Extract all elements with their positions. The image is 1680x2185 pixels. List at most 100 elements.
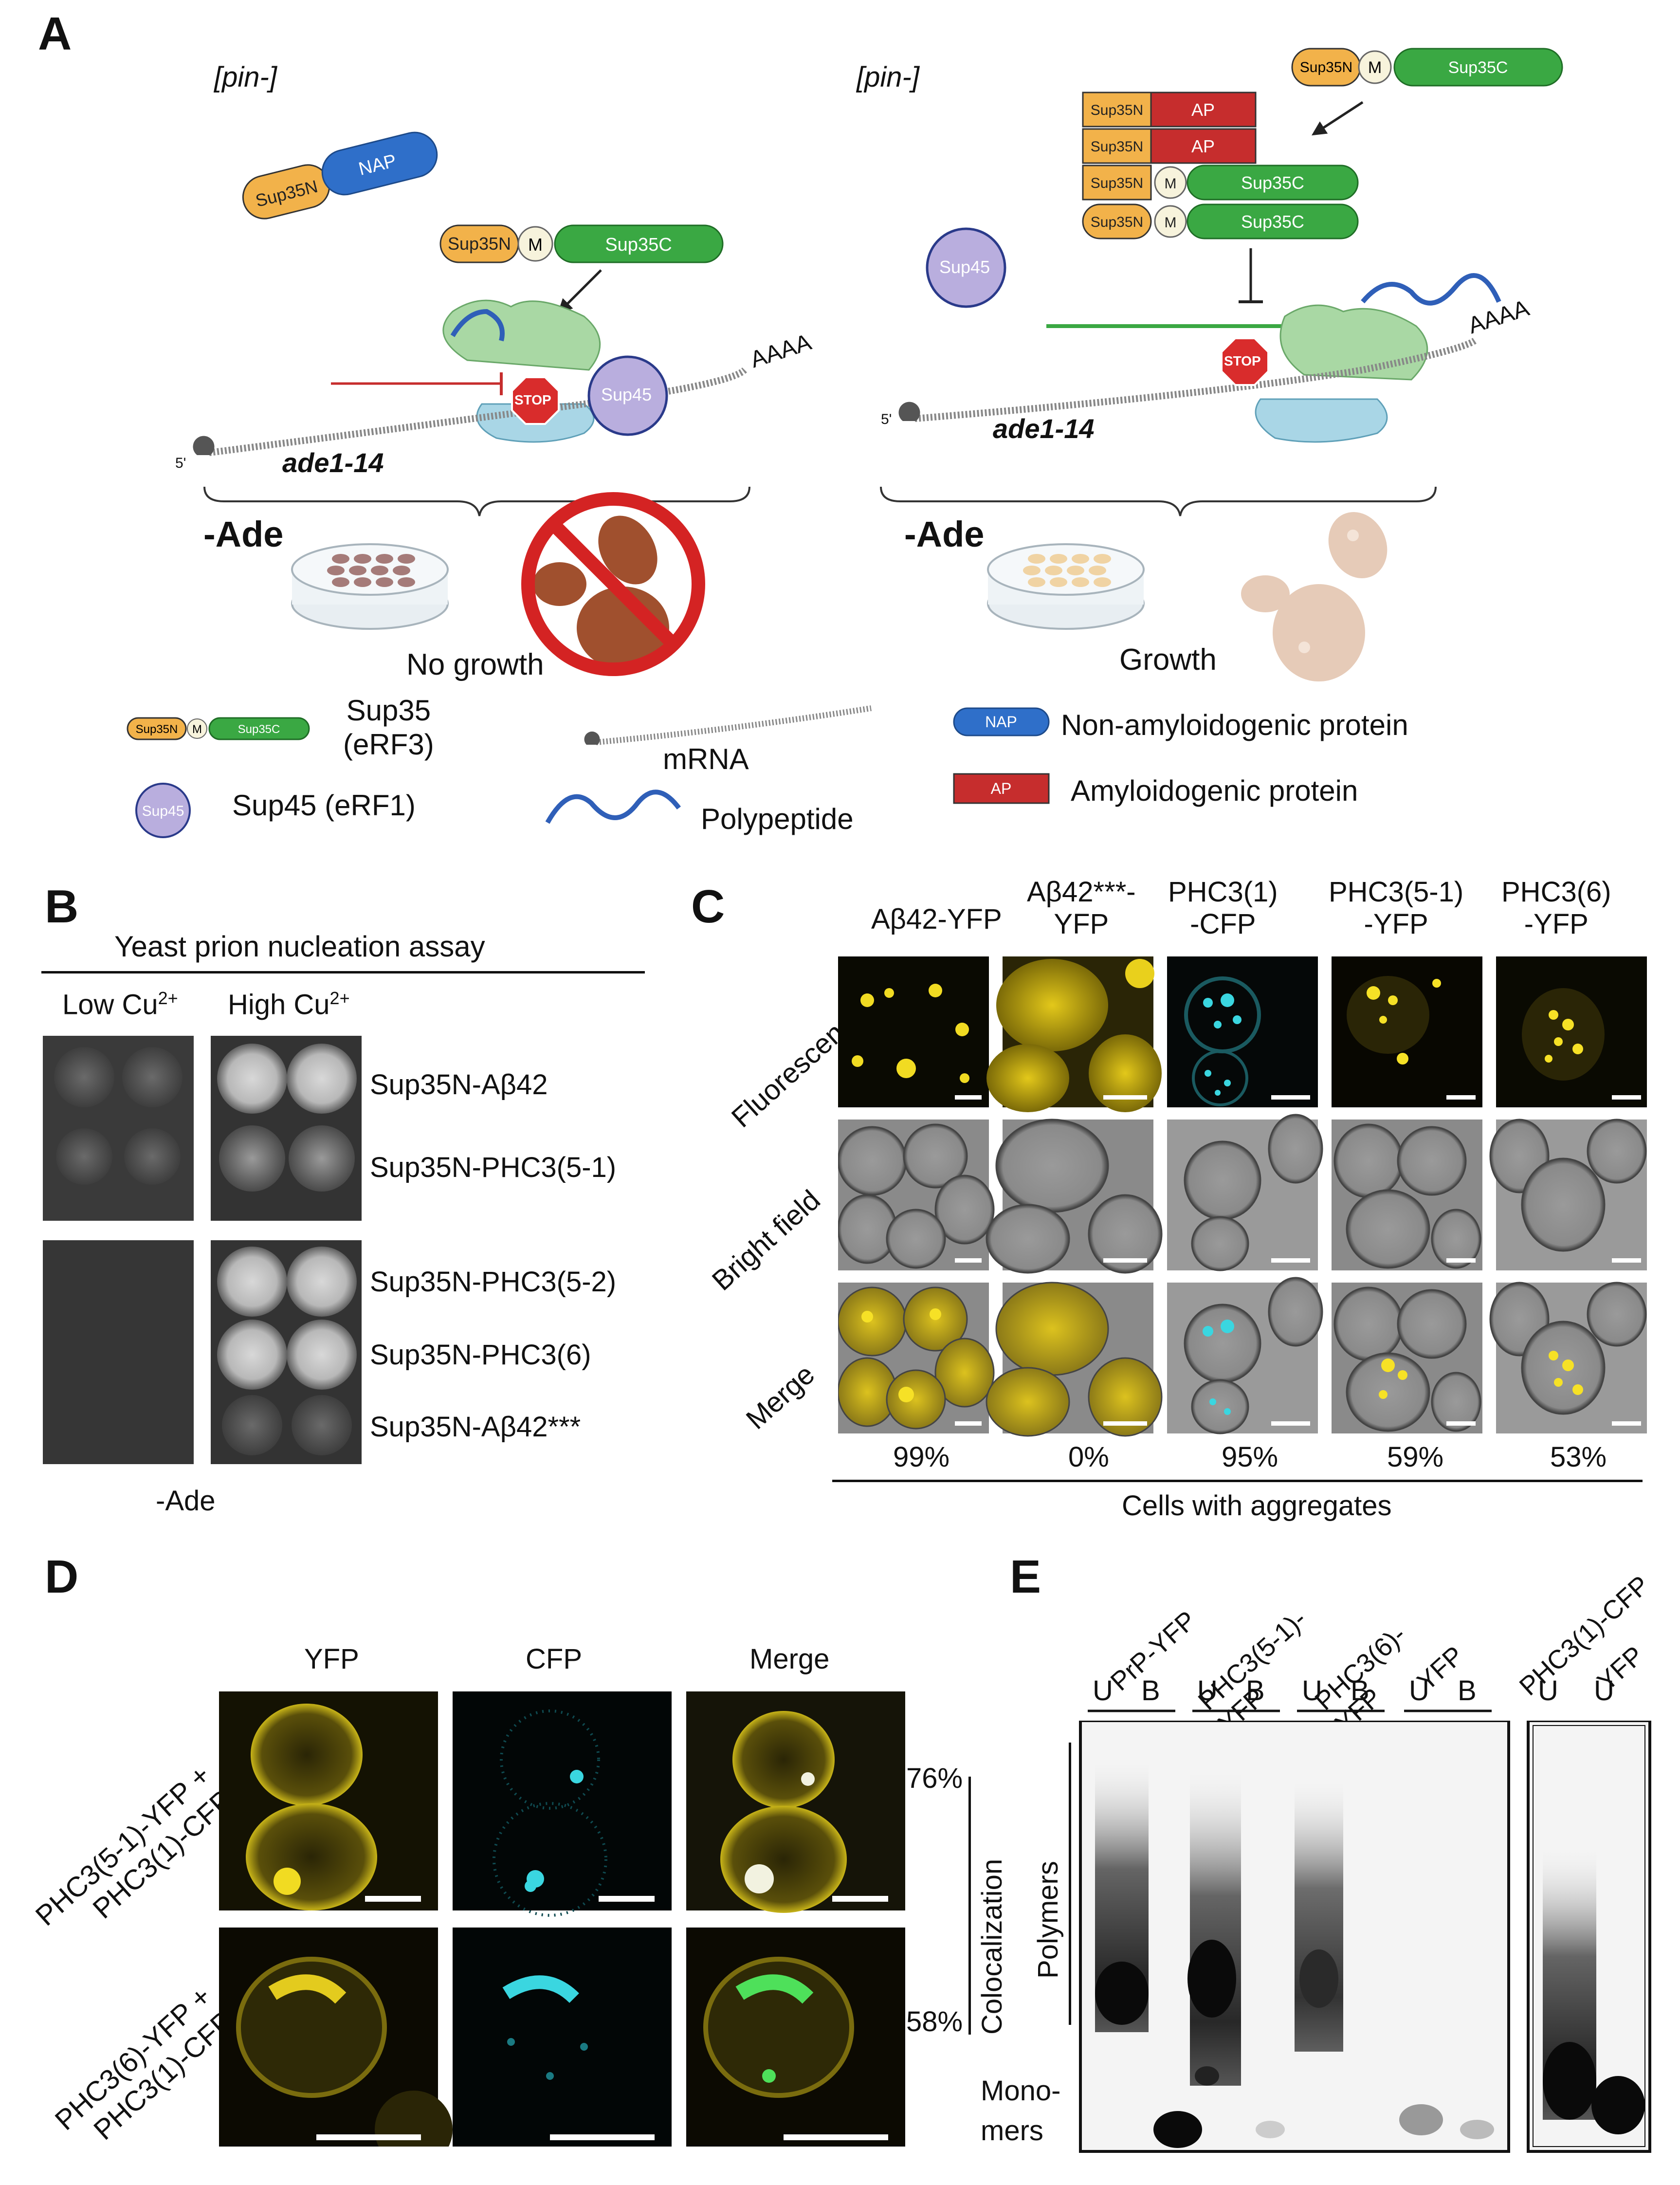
pct-c-4: 59%: [1387, 1441, 1444, 1473]
col-d-3: Merge: [749, 1643, 830, 1675]
stop-left-label: STOP: [514, 392, 551, 407]
col-d-2: CFP: [526, 1643, 582, 1675]
pct-c-2: 0%: [1068, 1441, 1109, 1473]
svg-text:Sup45: Sup45: [142, 803, 184, 819]
svg-text:Sup35C: Sup35C: [1241, 173, 1304, 193]
medium-left: -Ade: [203, 514, 284, 554]
lane-e-5: PHC3(1)-CFP: [1514, 1570, 1655, 1702]
construct-4: Sup35N-PHC3(6): [370, 1339, 591, 1371]
panel-letter-e: E: [1010, 1551, 1041, 1603]
panel-b-medium: -Ade: [156, 1485, 216, 1517]
gene-left-label: ade1-14: [282, 447, 384, 478]
polymers-bracket: [1069, 1743, 1071, 2025]
pct-d-1: 76%: [906, 1763, 963, 1794]
construct-5: Sup35N-Aβ42***: [370, 1411, 581, 1443]
construct-1: Sup35N-Aβ42: [370, 1069, 548, 1101]
svg-text:Sup35N: Sup35N: [448, 234, 511, 254]
colocalization-bracket: [968, 1777, 971, 2035]
svg-text:M: M: [192, 723, 202, 736]
lane-u-5: U: [1538, 1675, 1558, 1707]
growth-label: Growth: [1119, 643, 1217, 677]
high-cu-label: High Cu2+: [228, 988, 350, 1021]
row-c-merge: Merge: [740, 1358, 821, 1436]
svg-text:Sup35N: Sup35N: [1091, 139, 1143, 155]
svg-text:M: M: [528, 235, 543, 255]
polymers-label: Polymers: [1032, 1861, 1064, 1979]
lane-u-6: U: [1594, 1675, 1614, 1707]
svg-text:Sup35C: Sup35C: [1241, 212, 1304, 232]
lane-b-4: B: [1458, 1675, 1477, 1707]
colocalization-label: Colocalization: [976, 1858, 1008, 2035]
svg-text:Sup35N: Sup35N: [1091, 214, 1143, 230]
right-strain-label: [pin-]: [857, 61, 919, 93]
panel-letter-a: A: [38, 8, 72, 60]
amyloid-stack: [1082, 92, 1359, 239]
panel-b-plates: [43, 1036, 362, 1464]
svg-text:AP: AP: [1191, 136, 1215, 156]
medium-right: -Ade: [904, 514, 985, 554]
svg-text:M: M: [1368, 58, 1382, 77]
lane-b-3: B: [1351, 1675, 1370, 1707]
col-c-2: Aβ42***- YFP: [1027, 876, 1136, 940]
sup35n-nap-fusion: [242, 131, 438, 220]
row-d-1: PHC3(5-1)-YFP + PHC3(1)-CFP: [29, 1759, 239, 1932]
svg-text:M: M: [1165, 176, 1177, 192]
legend-nap: Non-amyloidogenic protein: [1061, 709, 1408, 741]
svg-text:Sup35C: Sup35C: [238, 723, 280, 736]
stop-right-label: STOP: [1224, 353, 1261, 368]
col-c-1: Aβ42-YFP: [871, 903, 1002, 935]
sup45-left-label: Sup45: [601, 385, 652, 404]
panel-letter-d: D: [45, 1551, 79, 1603]
svg-text:Sup35N: Sup35N: [1091, 175, 1143, 191]
pct-d-2: 58%: [906, 2006, 963, 2038]
panel-b-title: Yeast prion nucleation assay: [114, 930, 485, 963]
svg-text:AP: AP: [991, 780, 1012, 797]
pct-c-5: 53%: [1550, 1441, 1607, 1473]
lane-b-2: B: [1246, 1675, 1265, 1707]
pct-c-3: 95%: [1222, 1441, 1278, 1473]
lane-u-2: U: [1197, 1675, 1218, 1707]
row-d-2: PHC3(6)-YFP + PHC3(1)-CFP: [49, 1980, 239, 2146]
svg-text:M: M: [1165, 215, 1177, 231]
panel-letter-b: B: [45, 881, 79, 933]
left-strain-label: [pin-]: [214, 61, 277, 93]
legend-polypeptide: Polypeptide: [701, 803, 854, 835]
five-prime-right: 5': [881, 411, 892, 427]
svg-text:Sup35N: Sup35N: [1300, 59, 1352, 75]
pct-c-1: 99%: [893, 1441, 950, 1473]
legend-sup45: Sup45 (eRF1): [232, 789, 416, 822]
col-c-5: PHC3(6) -YFP: [1501, 876, 1611, 940]
svg-text:NAP: NAP: [985, 713, 1017, 731]
col-d-1: YFP: [304, 1643, 359, 1675]
svg-text:Sup35N: Sup35N: [1091, 102, 1143, 118]
legend-ap: Amyloidogenic protein: [1071, 774, 1358, 807]
svg-text:Sup35N: Sup35N: [136, 723, 178, 736]
panel-c-footer: Cells with aggregates: [1122, 1490, 1392, 1522]
panel-c-micrographs: [838, 956, 1647, 1437]
gel-blots: [1079, 1721, 1651, 2153]
col-c-3: PHC3(1) -CFP: [1168, 876, 1278, 940]
no-growth-label: No growth: [406, 648, 544, 681]
low-cu-label: Low Cu2+: [62, 988, 178, 1021]
monomers-label: Mono- mers: [981, 2075, 1061, 2147]
lane-u-4: U: [1409, 1675, 1429, 1707]
svg-text:Sup35C: Sup35C: [605, 235, 672, 255]
construct-2: Sup35N-PHC3(5-1): [370, 1152, 617, 1183]
row-c-brightfield: Bright field: [706, 1184, 826, 1297]
col-c-4: PHC3(5-1) -YFP: [1329, 876, 1464, 940]
gene-right-label: ade1-14: [993, 413, 1095, 444]
panel-b-title-rule: [41, 971, 645, 973]
five-prime-left: 5': [175, 455, 186, 471]
lane-u-1: U: [1093, 1675, 1113, 1707]
panel-a-illustration: Sup35N NAP Sup35N M Sup35C: [127, 48, 1563, 838]
svg-text:AP: AP: [1191, 100, 1215, 120]
legend-mrna: mRNA: [663, 743, 749, 775]
lane-u-3: U: [1302, 1675, 1322, 1707]
panel-letter-c: C: [691, 881, 725, 933]
panel-d-micrographs: [219, 1691, 905, 2147]
sup45-right-label: Sup45: [939, 257, 990, 277]
legend-sup35: Sup35 (eRF3): [343, 694, 434, 761]
svg-text:Sup35C: Sup35C: [1448, 58, 1508, 77]
panel-c-footer-rule: [832, 1480, 1643, 1482]
lane-underlines: [1088, 1709, 1492, 1712]
